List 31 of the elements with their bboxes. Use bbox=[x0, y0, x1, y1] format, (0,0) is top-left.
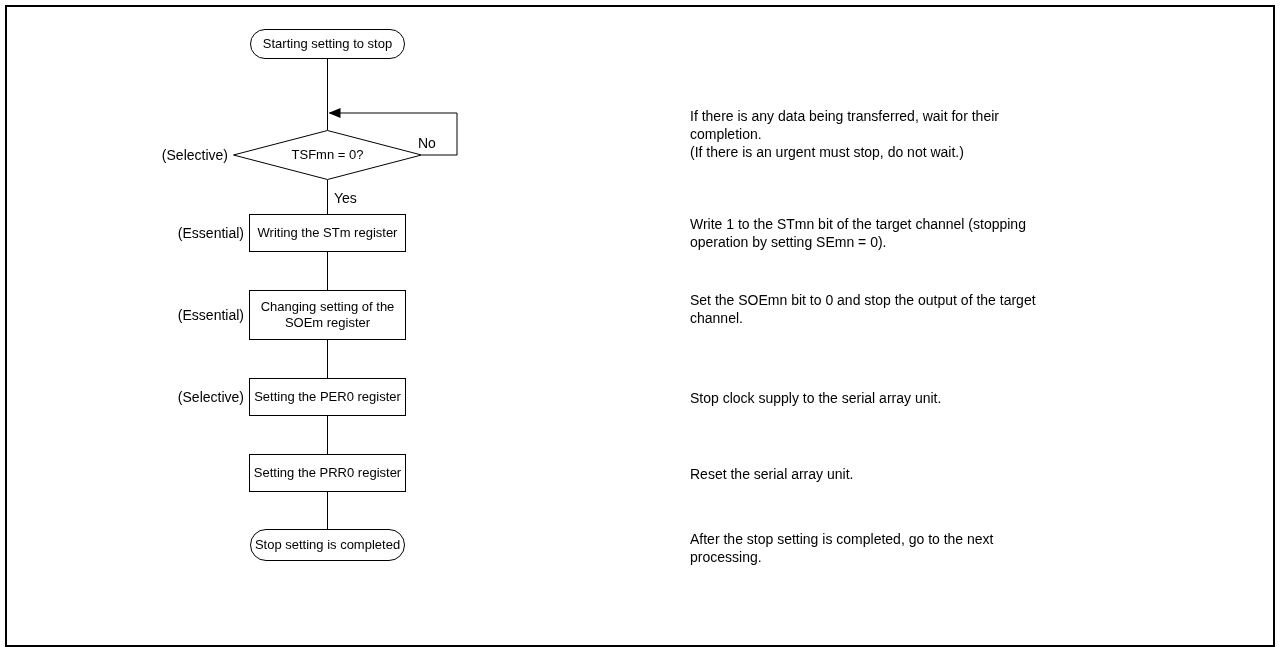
step-type-label: (Selective) bbox=[160, 146, 228, 164]
step-description: Reset the serial array unit. bbox=[690, 465, 855, 483]
terminal-box bbox=[250, 529, 405, 561]
connector-line bbox=[327, 58, 328, 131]
step-description: Stop clock supply to the serial array unit. bbox=[690, 389, 943, 407]
process-box bbox=[249, 454, 406, 492]
connector-line bbox=[327, 339, 328, 379]
connector-line bbox=[327, 491, 328, 530]
node-text: Setting the PRR0 register bbox=[253, 465, 402, 481]
node-text: Setting the PER0 register bbox=[254, 389, 401, 405]
terminal-box bbox=[250, 29, 405, 59]
node-text: Writing the STm register bbox=[257, 225, 398, 241]
loop-arrow bbox=[328, 108, 458, 156]
step-type-label: (Selective) bbox=[176, 388, 244, 406]
node-text: Changing setting of the SOEm register bbox=[259, 299, 396, 331]
step-description: If there is any data being transferred, wait for their completion. bbox=[690, 107, 1000, 143]
process-box bbox=[249, 214, 406, 252]
connector-line bbox=[327, 251, 328, 291]
step-type-label: (Essential) bbox=[176, 306, 244, 324]
node-text: Starting setting to stop bbox=[262, 36, 393, 52]
step-type-label: (Essential) bbox=[176, 224, 244, 242]
process-box bbox=[249, 290, 406, 340]
node-text: Stop setting is completed bbox=[254, 537, 401, 553]
step-description: Set the SOEmn bit to 0 and stop the output of the target channel. bbox=[690, 291, 1037, 327]
step-description: Write 1 to the STmn bit of the target channel (stopping operation by setting SEmn = 0). bbox=[690, 215, 1027, 251]
step-description: After the stop setting is completed, go to the next processing. bbox=[690, 530, 995, 566]
connector-line bbox=[327, 415, 328, 455]
process-box bbox=[249, 378, 406, 416]
step-description: (If there is an urgent must stop, do not wait.) bbox=[690, 143, 965, 161]
node-text: TSFmn = 0? bbox=[291, 147, 364, 163]
connector-line bbox=[327, 179, 328, 215]
